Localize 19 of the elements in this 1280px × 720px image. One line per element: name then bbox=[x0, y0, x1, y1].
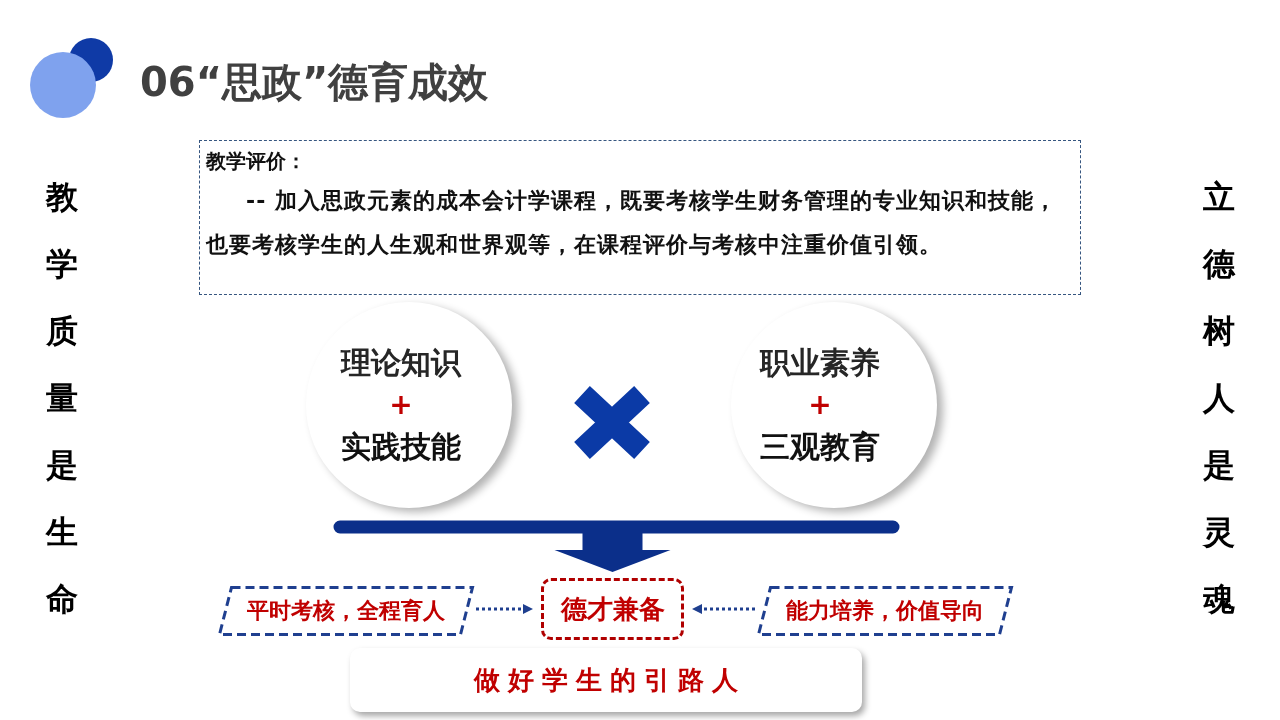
body-text: 三观教育 bbox=[760, 428, 880, 466]
heading-text: 理论知识 bbox=[341, 344, 461, 382]
heading-text: 职业素养 bbox=[760, 344, 880, 382]
dotted-arrow bbox=[476, 604, 533, 614]
dashed-parallelogram: 平时考核，全程育人 bbox=[218, 586, 474, 636]
banner: 做好学生的引路人 bbox=[350, 648, 862, 712]
vertical-label: 立德树人是灵魂 bbox=[1201, 177, 1237, 620]
paragraph: -- 加入思政元素的成本会计学课程，既要考核学生财务管理的专业知识和技能，也要考核学生的人生观和世界观等，在课程评价与考核中注重价值引领。 bbox=[206, 187, 1058, 259]
merge-arrow bbox=[333, 520, 900, 572]
vertical-label: 教学质量是生命 bbox=[44, 177, 79, 620]
dashed-parallelogram: 能力培养，价值导向 bbox=[757, 586, 1013, 636]
dashed-box: 德才兼备 bbox=[541, 578, 684, 640]
dotted-arrow bbox=[692, 604, 755, 614]
plus-sign: + bbox=[389, 387, 413, 423]
heading: 教学评价： bbox=[206, 148, 306, 175]
title: 06“思政”德育成效 bbox=[140, 58, 489, 107]
dashed-text-box bbox=[199, 140, 1081, 295]
body-text: 实践技能 bbox=[341, 428, 461, 466]
plus-sign: + bbox=[808, 387, 832, 423]
